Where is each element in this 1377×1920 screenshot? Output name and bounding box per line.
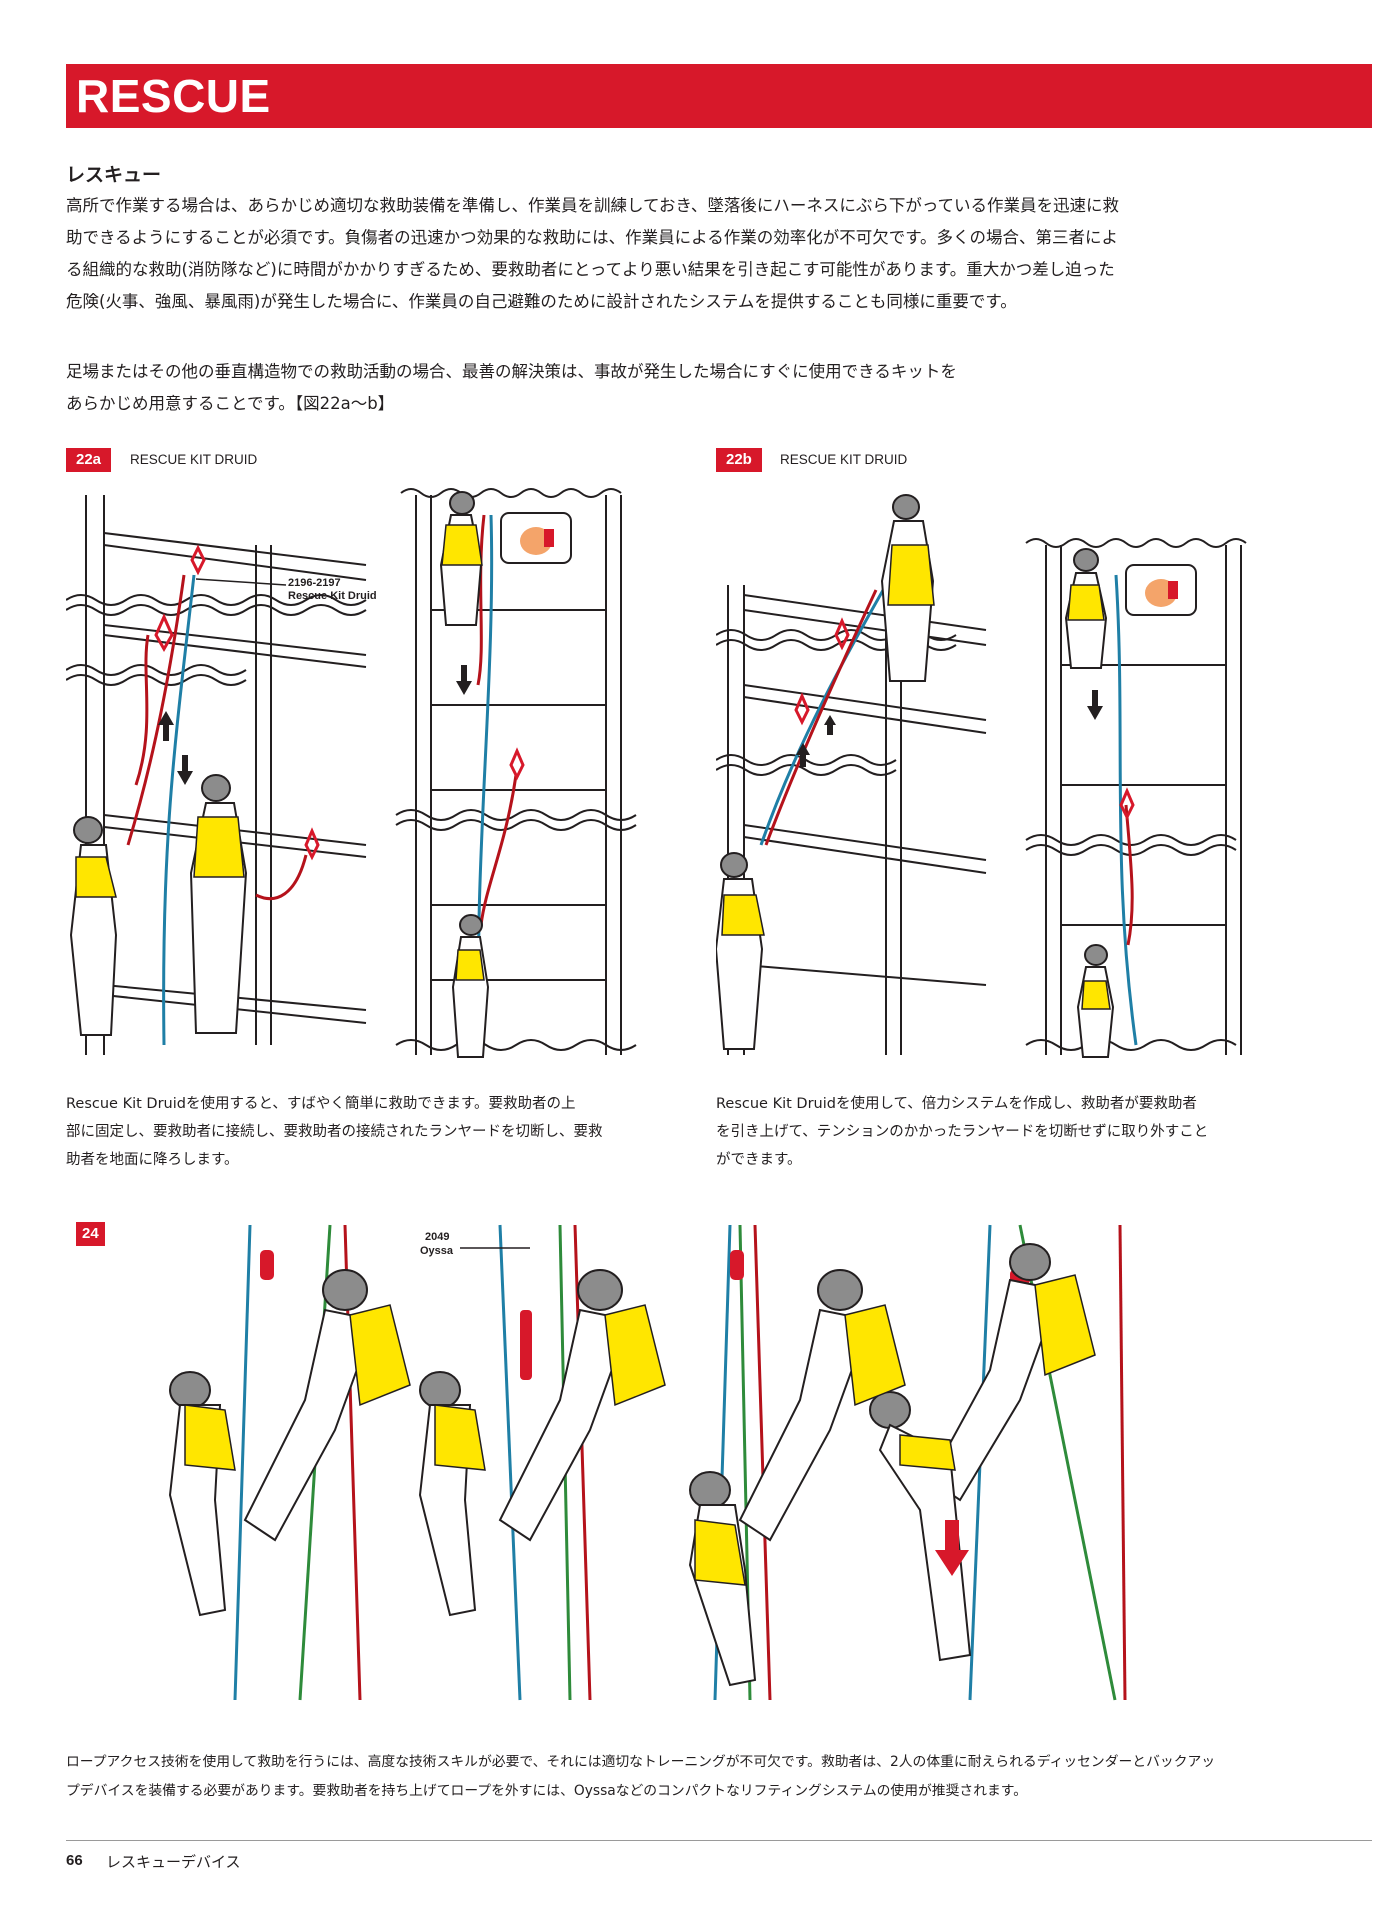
illustration-22a: 2196-2197 Rescue Kit Druid — [66, 488, 637, 1058]
text-line: プデバイスを装備する必要があります。要救助者を持ち上げてロープを外すには、Oys… — [66, 1783, 1027, 1799]
text-line: 足場またはその他の垂直構造物での救助活動の場合、最善の解決策は、事故が発生した場… — [66, 362, 957, 381]
page-number: 66 — [66, 1852, 83, 1869]
text-line: 助者を地面に降ろします。 — [66, 1152, 239, 1168]
caption-22b: Rescue Kit Druidを使用して、倍力システムを作成し、救助者が要救助… — [716, 1090, 1208, 1174]
down-arrow-icon — [177, 755, 193, 785]
helmet-icon — [1009, 1243, 1051, 1281]
illustration-24: 2049 Oyssa — [168, 1224, 1127, 1701]
figure-tag-24: 24 — [76, 1222, 105, 1246]
section-subtitle: レスキュー — [66, 164, 162, 186]
callout-22a-line1: 2196-2197 — [288, 577, 341, 589]
text-line: る組織的な救助(消防隊など)に時間がかかりすぎるため、要救助者にとってより悪い結… — [66, 260, 1115, 279]
intro-paragraph: 高所で作業する場合は、あらかじめ適切な救助装備を準備し、作業員を訓練しておき、墜… — [66, 190, 1366, 318]
figure-title-22a: RESCUE KIT DRUID — [130, 452, 258, 467]
figure-tag-22a: 22a — [66, 448, 112, 472]
text-line: を引き上げて、テンションのかかったランヤードを切断せずに取り外すこと — [716, 1124, 1209, 1140]
footer-section-title: レスキューデバイス — [106, 1853, 241, 1871]
down-arrow-icon — [935, 1520, 969, 1576]
carabiner-icon — [794, 617, 1135, 821]
up-arrow-icon — [824, 715, 836, 735]
callout-22a-line2: Rescue Kit Druid — [288, 590, 377, 602]
illustration-22b — [716, 494, 1247, 1058]
bottom-paragraph: ロープアクセス技術を使用して救助を行うには、高度な技術スキルが必要で、それには適… — [66, 1748, 1215, 1806]
callout-24-line1: 2049 — [425, 1231, 449, 1243]
down-arrow-icon — [1087, 690, 1103, 720]
carabiner-icon — [154, 544, 525, 861]
figure-tag-22b: 22b — [716, 448, 762, 472]
text-line: 危険(火事、強風、暴風雨)が発生した場合に、作業員の自己避難のために設計されたシ… — [66, 292, 1017, 311]
text-line: ロープアクセス技術を使用して救助を行うには、高度な技術スキルが必要で、それには適… — [66, 1754, 1216, 1770]
text-line: 助できるようにすることが必須です。負傷者の迅速かつ効果的な救助には、作業員による… — [66, 228, 1119, 247]
figure-title-22b: RESCUE KIT DRUID — [780, 452, 908, 467]
helmet-icon — [577, 1269, 623, 1311]
helmet-icon — [322, 1269, 368, 1311]
text-line: Rescue Kit Druidを使用して、倍力システムを作成し、救助者が要救助… — [716, 1096, 1197, 1112]
helmet-icon — [817, 1269, 863, 1311]
text-line: Rescue Kit Druidを使用すると、すばやく簡単に救助できます。要救助… — [66, 1096, 576, 1112]
text-line: 部に固定し、要救助者に接続し、要救助者の接続されたランヤードを切断し、要救 — [66, 1124, 603, 1140]
callout-24-line2: Oyssa — [420, 1245, 454, 1257]
footer-divider — [66, 1840, 1372, 1841]
down-arrow-icon — [456, 665, 472, 695]
up-arrow-icon — [796, 743, 810, 767]
text-line: 高所で作業する場合は、あらかじめ適切な救助装備を準備し、作業員を訓練しておき、墜… — [66, 196, 1120, 215]
header-banner: RESCUE — [66, 64, 1372, 128]
text-line: ができます。 — [716, 1152, 802, 1168]
banner-title: RESCUE — [76, 70, 271, 122]
second-paragraph: 足場またはその他の垂直構造物での救助活動の場合、最善の解決策は、事故が発生した場… — [66, 356, 1366, 420]
text-line: あらかじめ用意することです。【図22a〜b】 — [66, 394, 395, 413]
caption-22a: Rescue Kit Druidを使用すると、すばやく簡単に救助できます。要救助… — [66, 1090, 603, 1174]
up-arrow-icon — [158, 711, 174, 741]
